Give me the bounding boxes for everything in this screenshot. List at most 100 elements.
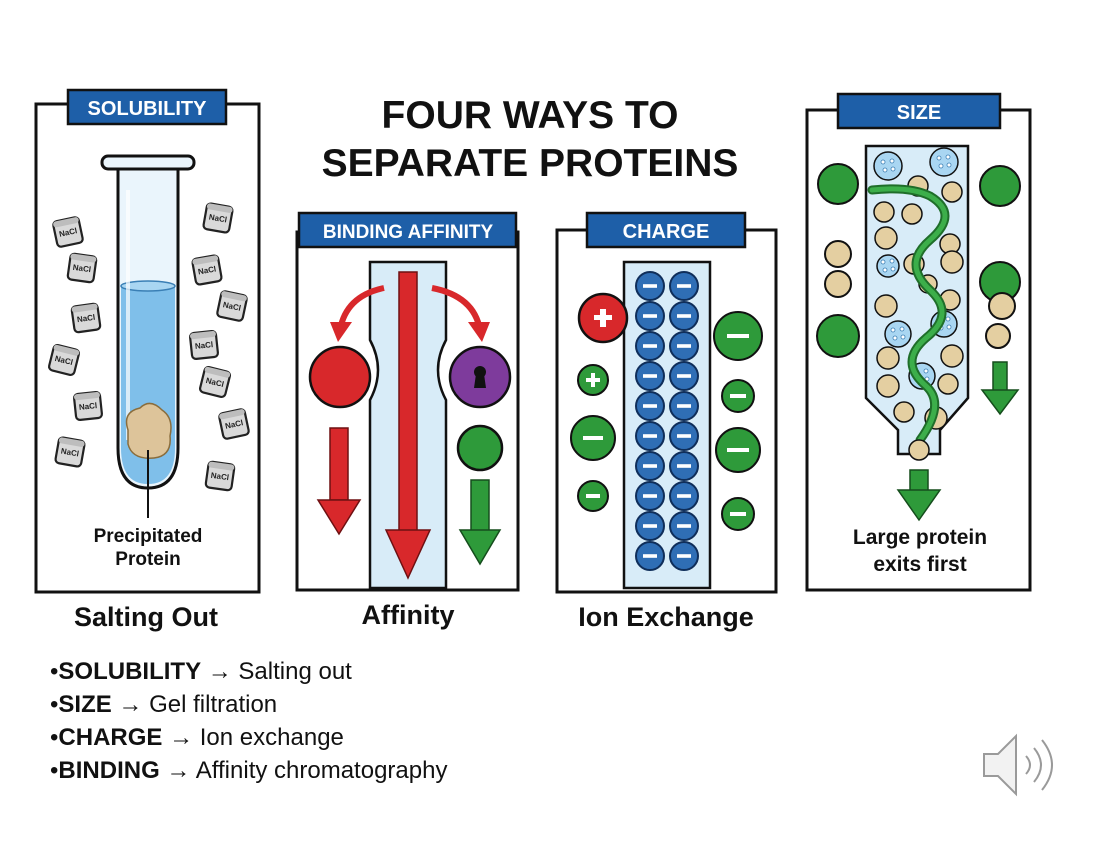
gel-bead [873, 201, 895, 223]
resin-bead [669, 391, 699, 421]
gel-bead [884, 320, 912, 348]
charged-proteins [570, 311, 763, 531]
gel-bead [893, 401, 915, 423]
affinity-header [297, 211, 518, 249]
gel-pore [890, 266, 896, 272]
gel-pore [945, 154, 951, 160]
gel-pore [945, 316, 951, 322]
gel-pore [882, 167, 888, 173]
bullet-charge: •CHARGE → Ion exchange [50, 724, 344, 751]
solubility-annotation-line1: Precipitated [94, 526, 203, 547]
charge-header [585, 211, 747, 249]
gel-pore [889, 158, 895, 164]
lock-icon [474, 366, 486, 388]
svg-text:NaCl: NaCl [208, 212, 228, 224]
resin-bead [669, 361, 699, 391]
resin-bead [635, 301, 665, 331]
gel-bead [876, 254, 900, 278]
resin-bead [635, 541, 665, 571]
gel-pore [889, 258, 895, 264]
solubility-header-label: SOLUBILITY [88, 98, 208, 120]
svg-text:NaCl: NaCl [79, 401, 98, 412]
svg-text:NaCl: NaCl [72, 263, 91, 274]
resin-bead [635, 511, 665, 541]
gel-bead [941, 181, 963, 203]
resin-bead [669, 271, 699, 301]
gel-bead [929, 147, 959, 177]
page-title-line2: SEPARATE PROTEINS [322, 142, 739, 185]
size-annotation-line1: Large protein [853, 526, 987, 549]
gel-pore [890, 327, 896, 333]
size-header [836, 92, 1002, 130]
resin-bead [635, 391, 665, 421]
svg-text:NaCl: NaCl [58, 226, 78, 239]
solubility-annotation-line2: Protein [115, 549, 180, 570]
resin-bead [635, 361, 665, 391]
gel-pore [923, 368, 929, 374]
size-panel: SIZE Large protein exits first [805, 92, 1032, 592]
audio-button[interactable] [980, 730, 1066, 800]
bullet-size: •SIZE → Gel filtration [50, 691, 278, 718]
gel-pore [946, 162, 952, 168]
gel-bead [874, 294, 898, 318]
svg-text:NaCl: NaCl [60, 446, 80, 458]
resin-bead [669, 331, 699, 361]
gel-bead [876, 346, 900, 370]
unbound-protein [308, 345, 372, 409]
resin-bead [669, 301, 699, 331]
resin-bead [669, 451, 699, 481]
gel-pore [890, 166, 896, 172]
resin-bead [635, 421, 665, 451]
size-header-label: SIZE [897, 102, 941, 124]
green-protein [456, 424, 504, 472]
resin-bead [669, 541, 699, 571]
page-title-line1: FOUR WAYS TO [382, 94, 679, 137]
gel-bead [901, 203, 923, 225]
outside-proteins [816, 163, 1021, 358]
svg-text:NaCl: NaCl [197, 264, 217, 276]
affinity-caption: Affinity [362, 600, 455, 630]
solubility-caption: Salting Out [74, 602, 218, 632]
charge-caption: Ion Exchange [578, 602, 754, 632]
gel-bead [876, 374, 900, 398]
resin-bead [635, 451, 665, 481]
gel-bead [873, 151, 903, 181]
gel-bead [940, 250, 964, 274]
size-annotation-line2: exits first [873, 553, 966, 576]
summary-bullets: •SOLUBILITY → Salting out •SIZE → Gel fi… [50, 655, 447, 787]
gel-pore [880, 259, 886, 265]
svg-text:NaCl: NaCl [205, 376, 225, 389]
bullet-solubility: •SOLUBILITY → Salting out [50, 658, 352, 685]
resin-bead [635, 481, 665, 511]
gel-pore [892, 335, 898, 341]
resin-bead [669, 421, 699, 451]
svg-text:NaCl: NaCl [222, 300, 242, 313]
gel-pore [880, 159, 886, 165]
resin-bead [669, 511, 699, 541]
gel-pore [946, 324, 952, 330]
gel-pore [882, 267, 888, 273]
infographic: FOUR WAYS TO SEPARATE PROTEINS SOLUBILIT… [34, 88, 1032, 632]
gel-pore [900, 334, 906, 340]
bullet-binding: •BINDING → Affinity chromatography [50, 757, 448, 784]
resin-bead [635, 331, 665, 361]
resin-bead [669, 481, 699, 511]
precipitate-blob [125, 402, 172, 459]
gel-bead [937, 373, 959, 395]
gel-pore [938, 163, 944, 169]
salt-crystals: NaCl NaCl NaCl NaCl NaCl NaCl NaCl NaCl … [47, 201, 251, 492]
gel-pore [936, 155, 942, 161]
speaker-icon [983, 733, 1053, 797]
gel-bead [940, 344, 964, 368]
solubility-header [66, 88, 228, 126]
solubility-panel: SOLUBILITY NaCl NaCl NaCl NaCl NaCl NaCl… [34, 88, 261, 632]
affinity-header-label: BINDING AFFINITY [323, 222, 494, 243]
gel-bead [874, 226, 898, 250]
test-tube [100, 154, 196, 518]
affinity-panel: BINDING AFFINITY Affinity [295, 211, 520, 630]
gel-pore [899, 326, 905, 332]
svg-text:NaCl: NaCl [210, 471, 229, 482]
resin-bead [635, 271, 665, 301]
charge-panel: CHARGE Ion Exchange [555, 211, 778, 632]
svg-text:NaCl: NaCl [76, 313, 95, 324]
